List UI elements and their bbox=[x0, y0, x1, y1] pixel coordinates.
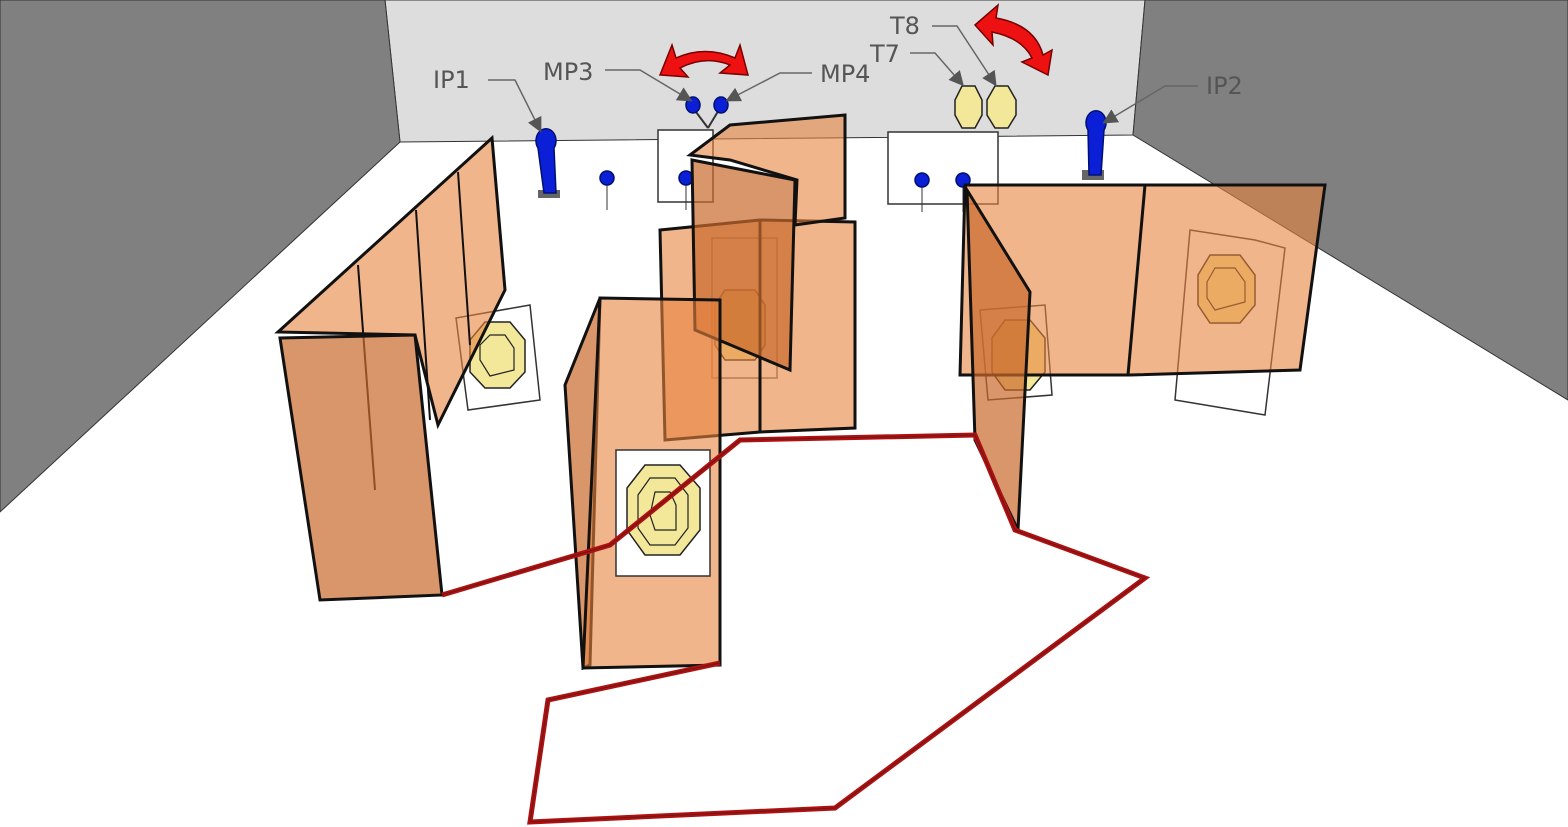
label-t8: T8 bbox=[889, 12, 920, 40]
rotate-arrow-right bbox=[973, 3, 1053, 77]
left-wall bbox=[0, 0, 401, 513]
popper-mp4 bbox=[713, 96, 729, 114]
target-front bbox=[615, 449, 711, 577]
fault-line bbox=[441, 432, 1151, 825]
label-ip1: IP1 bbox=[433, 66, 470, 94]
wall-panel-center-top bbox=[686, 113, 847, 227]
label-mp3: MP3 bbox=[543, 58, 593, 86]
popper-ip2 bbox=[1085, 110, 1107, 176]
rotate-arrow-left bbox=[658, 42, 749, 78]
wall-panel-left-front bbox=[278, 333, 444, 602]
target-t8 bbox=[986, 85, 1017, 129]
label-ip2: IP2 bbox=[1206, 72, 1243, 100]
label-t7: T7 bbox=[869, 40, 900, 68]
wall-panel-right bbox=[958, 183, 1327, 377]
target-t7 bbox=[954, 85, 983, 129]
label-mp4: MP4 bbox=[820, 60, 870, 88]
right-wall bbox=[1132, 0, 1568, 401]
popper-ip1 bbox=[535, 128, 557, 194]
